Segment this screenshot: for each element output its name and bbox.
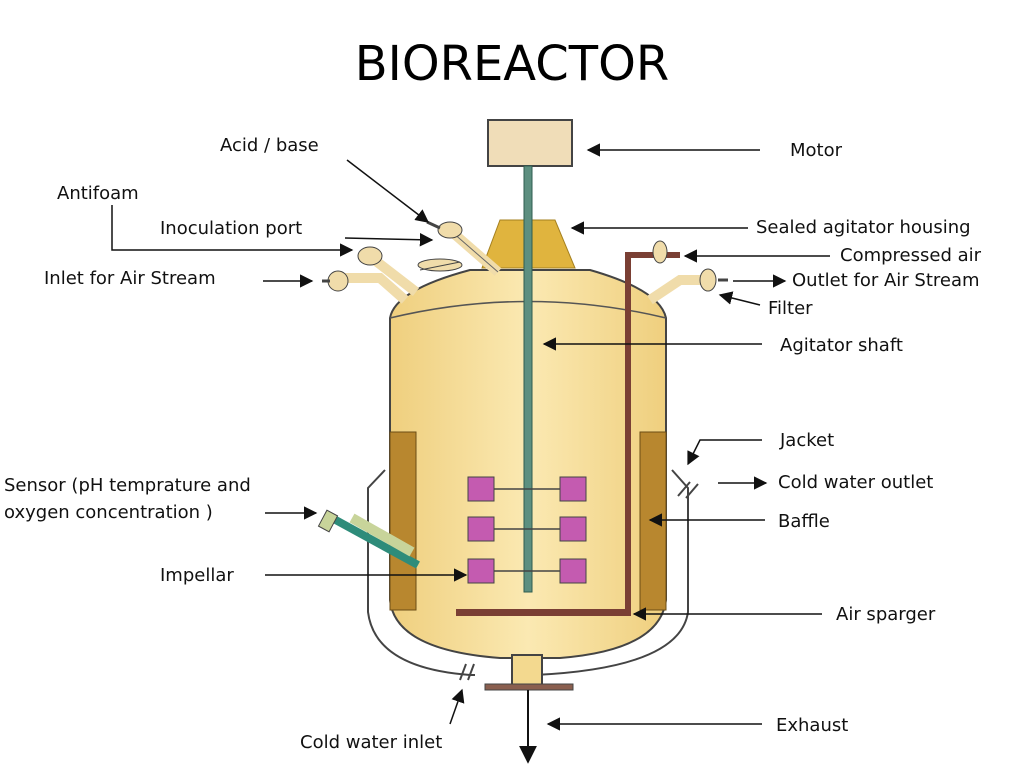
label-motor: Motor — [790, 140, 843, 161]
label-baffle: Baffle — [778, 511, 830, 532]
acid-base-port — [426, 220, 502, 276]
inoculation-port-cap — [417, 258, 463, 272]
sensor-probe — [317, 509, 420, 569]
label-sealed-agitator-housing: Sealed agitator housing — [756, 217, 971, 238]
label-jacket: Jacket — [779, 430, 834, 451]
impeller — [467, 476, 587, 584]
label-compressed-air: Compressed air — [840, 245, 982, 266]
label-inoculation-port: Inoculation port — [160, 218, 302, 239]
label-cold-water-inlet: Cold water inlet — [300, 732, 442, 753]
label-filter: Filter — [768, 298, 813, 319]
inlet-air-port — [322, 270, 409, 304]
bottom-flange — [484, 683, 574, 691]
cold-water-inlet-break — [459, 663, 475, 681]
bottom-outlet — [511, 654, 543, 686]
label-agitator-shaft: Agitator shaft — [780, 335, 903, 356]
antifoam-port — [357, 246, 420, 296]
air-sparger — [456, 609, 631, 616]
label-impellar: Impellar — [160, 565, 234, 586]
slide-title: BIOREACTOR — [354, 36, 670, 92]
outlet-air-port — [647, 268, 728, 305]
label-exhaust: Exhaust — [776, 715, 848, 736]
label-antifoam: Antifoam — [57, 183, 139, 204]
label-outlet-air-stream: Outlet for Air Stream — [792, 270, 980, 291]
label-sensor-line2: oxygen concentration ) — [4, 502, 213, 523]
baffle-right — [639, 431, 667, 611]
label-inlet-air-stream: Inlet for Air Stream — [44, 268, 216, 289]
leader-arrows — [111, 143, 830, 731]
motor — [487, 119, 573, 167]
compressed-air-valve — [652, 240, 668, 264]
label-air-sparger: Air sparger — [836, 604, 936, 625]
label-acid-base: Acid / base — [220, 135, 319, 156]
cold-water-outlet-break — [677, 481, 699, 499]
agitator-shaft — [523, 165, 533, 593]
label-sensor-line1: Sensor (pH temprature and — [4, 475, 251, 496]
label-cold-water-outlet: Cold water outlet — [778, 472, 933, 493]
baffle-left — [389, 431, 417, 611]
